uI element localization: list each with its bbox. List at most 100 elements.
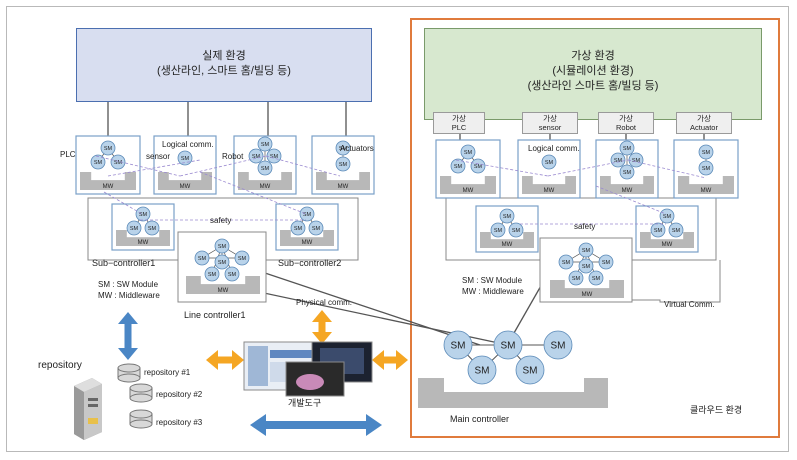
- virtual-plc-sm-0: [460, 144, 476, 160]
- real-sub1-sm-0: [135, 206, 151, 222]
- real-robot-mw-notch: [248, 172, 282, 181]
- virtual-sub2-sm-0: [659, 208, 675, 224]
- virtual-sub1-sm-0-text: SM: [503, 214, 512, 220]
- repository-label: repository: [38, 360, 82, 371]
- line-controller-sm-5-text: SM: [228, 272, 237, 278]
- sub-controller2-label: Sub−controller2: [278, 258, 342, 268]
- virtual-robot-sm-3: [619, 164, 635, 180]
- real-plc-sm-1-text: SM: [94, 160, 103, 166]
- virtual-line-controller-sm-1-text: SM: [562, 260, 571, 266]
- real-safety-label: safety: [210, 216, 232, 225]
- logical-comm-line-8: [547, 159, 629, 177]
- main-controller-label: Main controller: [450, 414, 510, 424]
- virtual-line-controller-sm-2-text: SM: [582, 264, 591, 270]
- line-controller-mw-notch: [200, 276, 246, 285]
- virtual-actuator-sm-1: [698, 160, 714, 176]
- real-sub1-sm-0-text: SM: [139, 212, 148, 218]
- devtools-up-arrow: [312, 310, 332, 344]
- virtual-plc-sm-1-text: SM: [454, 164, 463, 170]
- virtual-sub1-sm-2: [508, 222, 524, 238]
- main-controller-sm-2: [543, 330, 573, 360]
- logical-comm-line-3: [107, 159, 201, 177]
- virtual-sub1-sm-0: [499, 208, 515, 224]
- virtual-sub2-mw-text: MW: [662, 242, 673, 248]
- virtual-line-controller-sm-0-text: SM: [582, 248, 591, 254]
- virtual-plc-mw-text: MW: [463, 188, 474, 194]
- logical-comm-line-6: [103, 191, 143, 215]
- real-sub2-sm-2-text: SM: [312, 226, 321, 232]
- cloud-environment-label: 클라우드 환경: [690, 405, 743, 415]
- real-logical-comm-label: Logical comm.: [162, 140, 214, 149]
- virtual-robot-tag-line2: Robot: [615, 123, 636, 132]
- virtual-line-controller-mw-notch: [564, 280, 610, 289]
- virtual-actuator-sm-1-text: SM: [702, 166, 711, 172]
- real-plc-sm-2-text: SM: [114, 160, 123, 166]
- virtual-robot-sm-3-text: SM: [623, 170, 632, 176]
- virtual-sub2-sm-2-text: SM: [672, 228, 681, 234]
- line-controller-sm-2-text: SM: [218, 260, 227, 266]
- virtual-plc-mw-notch: [451, 176, 485, 185]
- line-controller-sm-3-text: SM: [238, 256, 247, 262]
- virtual-sub2-sm-1: [650, 222, 666, 238]
- real-actuator-sm-1-text: SM: [339, 162, 348, 168]
- virtual-line-controller-sm-3: [598, 254, 614, 270]
- virtual-plc-sm-2-text: SM: [474, 164, 483, 170]
- virtual-robot-tag: 가상 Robot: [598, 112, 654, 134]
- real-sub1-sm-2-text: SM: [148, 226, 157, 232]
- real-sub2-mw-notch: [290, 230, 324, 238]
- real-plc-sm-2: [110, 154, 126, 170]
- virtual-line-controller-sm-5-text: SM: [592, 276, 601, 282]
- real-sub1-sm-1: [126, 220, 142, 236]
- virtual-environment-subtitle2: (생산라인 스마트 홈/빌딩 등): [527, 80, 659, 92]
- real-env-connectors: [107, 102, 347, 136]
- real-plc-sm-1: [90, 154, 106, 170]
- real-robot-sm-0: [257, 136, 273, 152]
- real-plc-label: PLC: [60, 150, 76, 159]
- virtual-line-controller-sm-1: [558, 254, 574, 270]
- logical-comm-line-11: [595, 185, 667, 215]
- main-controller-sm-3: [467, 355, 497, 385]
- real-robot-sm-2-text: SM: [270, 154, 279, 160]
- line-controller-sm-1-text: SM: [198, 256, 207, 262]
- real-sub2-sm-1-text: SM: [294, 226, 303, 232]
- main-controller-sm-3-text: SM: [475, 366, 490, 377]
- cloud-environment-boundary: [410, 18, 780, 438]
- virtual-robot-sm-0-text: SM: [623, 146, 632, 152]
- virtual-line-controller-sm-2: [578, 258, 594, 274]
- virtual-sensor-tag: 가상 sensor: [522, 112, 578, 134]
- virtual-line-controller-sm-4-text: SM: [572, 276, 581, 282]
- real-robot-label: Robot: [222, 152, 244, 161]
- virtual-robot-sm-0: [619, 140, 635, 156]
- repository-1-label: repository #1: [144, 368, 191, 377]
- real-plc-mw-notch: [91, 172, 125, 181]
- dev-tools-label: 개발도구: [288, 398, 322, 408]
- real-plc-sm-0-text: SM: [104, 146, 113, 152]
- virtual-sub2-sm-0-text: SM: [663, 214, 672, 220]
- real-sub2-sm-1: [290, 220, 306, 236]
- main-controller-sm-0: [443, 330, 473, 360]
- repository-arrow: [118, 312, 138, 360]
- virtual-sensor-tag-line2: sensor: [538, 123, 562, 132]
- virtual-line-controller-mw-text: MW: [582, 292, 593, 298]
- real-sensor-mw-notch: [168, 172, 202, 181]
- virtual-plc-sm-2: [470, 158, 486, 174]
- real-robot-sm-1-text: SM: [252, 154, 261, 160]
- outer-frame: [6, 6, 789, 452]
- main-controller-sm-0-text: SM: [451, 341, 466, 352]
- real-sensor-mw-text: MW: [180, 184, 191, 190]
- legend-real-sm: SM : SW Module: [98, 280, 159, 289]
- virtual-actuator-tag-line2: Actuator: [690, 123, 718, 132]
- devtools-left-arrow: [206, 350, 244, 370]
- real-sub2-sm-0-text: SM: [303, 212, 312, 218]
- dev-tools-screens: [243, 341, 373, 397]
- virtual-sensor-tag-line1: 가상: [543, 114, 557, 123]
- virtual-environment-box: 가상 환경 (시뮬레이션 환경) (생산라인 스마트 홈/빌딩 등): [424, 28, 762, 120]
- line-controller-sm-1: [194, 250, 210, 266]
- real-environment-subtitle: (생산라인, 스마트 홈/빌딩 등): [157, 65, 291, 77]
- real-actuator-mw-notch: [326, 172, 360, 181]
- virtual-plc-sm-1: [450, 158, 466, 174]
- line-controller-mw-text: MW: [218, 288, 229, 294]
- virtual-logical-comm-label: Logical comm.: [528, 144, 580, 153]
- virtual-comm-bracket: [632, 260, 721, 303]
